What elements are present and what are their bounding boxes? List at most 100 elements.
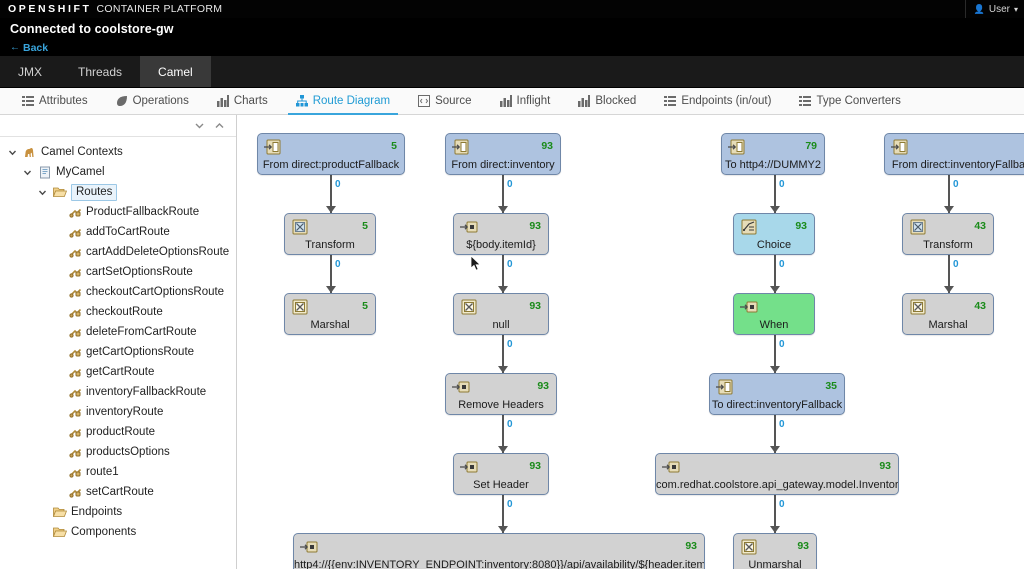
edge-arrowhead-icon (498, 526, 508, 533)
route-node-label: Unmarshal (748, 559, 802, 569)
secondary-tab-attributes[interactable]: Attributes (8, 88, 102, 114)
twisty-expanded-chevron-down-icon[interactable] (6, 148, 19, 157)
edge-count-label: 0 (335, 259, 341, 270)
primary-tab-camel[interactable]: Camel (140, 56, 211, 87)
secondary-tab-endpoints-in-out[interactable]: Endpoints (in/out) (650, 88, 785, 114)
tree-item-label: getCartRoute (86, 366, 155, 378)
tree-item-label: Routes (71, 183, 118, 201)
tree-item-endpoints[interactable]: Endpoints (0, 502, 236, 522)
user-menu-label: User (988, 3, 1010, 15)
context-icon (38, 165, 52, 179)
route-node[interactable]: 43From direct:inventoryFallback (884, 133, 1024, 175)
tree-item-addtocartroute[interactable]: addToCartRoute (0, 222, 236, 242)
header-icon (452, 378, 470, 396)
route-node-label: Transform (305, 239, 355, 251)
tree-item-label: deleteFromCartRoute (86, 326, 197, 338)
secondary-tab-inflight[interactable]: Inflight (486, 88, 565, 114)
edge-line (502, 255, 504, 293)
primary-tab-jmx[interactable]: JMX (0, 56, 60, 87)
tree-item-mycamel[interactable]: MyCamel (0, 162, 236, 182)
secondary-tab-blocked[interactable]: Blocked (564, 88, 650, 114)
tree-item-cartadddeleteoptionsroute[interactable]: cartAddDeleteOptionsRoute (0, 242, 236, 262)
route-icon (68, 425, 82, 439)
secondary-tab-operations[interactable]: Operations (102, 88, 203, 114)
tree-item-camel-contexts[interactable]: Camel Contexts (0, 142, 236, 162)
tree-item-components[interactable]: Components (0, 522, 236, 542)
route-node[interactable]: 93${body.itemId} (453, 213, 549, 255)
edge-arrowhead-icon (498, 286, 508, 293)
secondary-tab-label: Operations (132, 95, 189, 107)
route-node-label: From direct:inventoryFallback (891, 159, 1024, 171)
tree-item-inventoryroute[interactable]: inventoryRoute (0, 402, 236, 422)
route-node[interactable]: When (733, 293, 815, 335)
route-node-label: http4://{{env:INVENTORY_ENDPOINT:invento… (294, 559, 704, 569)
tree-item-checkoutcartoptionsroute[interactable]: checkoutCartOptionsRoute (0, 282, 236, 302)
expand-all-chevron-up-icon[interactable] (214, 120, 225, 131)
route-icon (68, 205, 82, 219)
tree-item-label: cartSetOptionsRoute (86, 266, 193, 278)
edge-count-label: 0 (335, 179, 341, 190)
route-node-label: To direct:inventoryFallback (711, 399, 843, 411)
edge-count-label: 0 (779, 339, 785, 350)
tree-item-inventoryfallbackroute[interactable]: inventoryFallbackRoute (0, 382, 236, 402)
tree-item-setcartroute[interactable]: setCartRoute (0, 482, 236, 502)
edge-line (774, 175, 776, 213)
tree-item-productroute[interactable]: productRoute (0, 422, 236, 442)
brand-name-rest: CONTAINER PLATFORM (96, 3, 223, 15)
secondary-tab-route-diagram[interactable]: Route Diagram (282, 88, 404, 115)
tree-item-deletefromcartroute[interactable]: deleteFromCartRoute (0, 322, 236, 342)
tree-item-cartsetoptionsroute[interactable]: cartSetOptionsRoute (0, 262, 236, 282)
header-icon (460, 218, 478, 236)
tree-item-getcartroute[interactable]: getCartRoute (0, 362, 236, 382)
bar-chart-icon (216, 95, 229, 107)
twisty-expanded-chevron-down-icon[interactable] (36, 188, 49, 197)
tree-item-checkoutroute[interactable]: checkoutRoute (0, 302, 236, 322)
back-link[interactable]: ← Back (10, 42, 48, 54)
collapse-all-chevron-down-icon[interactable] (194, 120, 205, 131)
route-node-count: 93 (685, 540, 697, 552)
tree-item-routes[interactable]: Routes (0, 182, 236, 202)
route-node-count: 93 (529, 300, 541, 312)
tree-item-getcartoptionsroute[interactable]: getCartOptionsRoute (0, 342, 236, 362)
tree-item-productfallbackroute[interactable]: ProductFallbackRoute (0, 202, 236, 222)
edge-line (502, 495, 504, 533)
edge-count-label: 0 (507, 419, 513, 430)
secondary-tab-charts[interactable]: Charts (203, 88, 282, 114)
route-node-label: Transform (923, 239, 973, 251)
twisty-expanded-chevron-down-icon[interactable] (21, 168, 34, 177)
route-node-label: Set Header (473, 479, 529, 491)
tree-item-label: ProductFallbackRoute (86, 206, 200, 218)
edge-arrowhead-icon (770, 446, 780, 453)
sidebar-toolbar (0, 115, 236, 137)
user-menu[interactable]: 👤 User ▾ (964, 0, 1018, 18)
secondary-tab-type-converters[interactable]: Type Converters (785, 88, 914, 114)
tree-item-route1[interactable]: route1 (0, 462, 236, 482)
secondary-tab-source[interactable]: Source (404, 88, 485, 114)
tree-item-productsoptions[interactable]: productsOptions (0, 442, 236, 462)
primary-tab-threads[interactable]: Threads (60, 56, 140, 87)
route-node-label: ${body.itemId} (466, 239, 536, 251)
route-node[interactable]: 93 http4://{{env:INVENTORY_ENDPOINT:inven… (293, 533, 705, 569)
edge-arrowhead-icon (498, 366, 508, 373)
folder-open-icon (53, 185, 67, 199)
marshal-icon (291, 298, 309, 316)
list-icon (664, 95, 677, 107)
